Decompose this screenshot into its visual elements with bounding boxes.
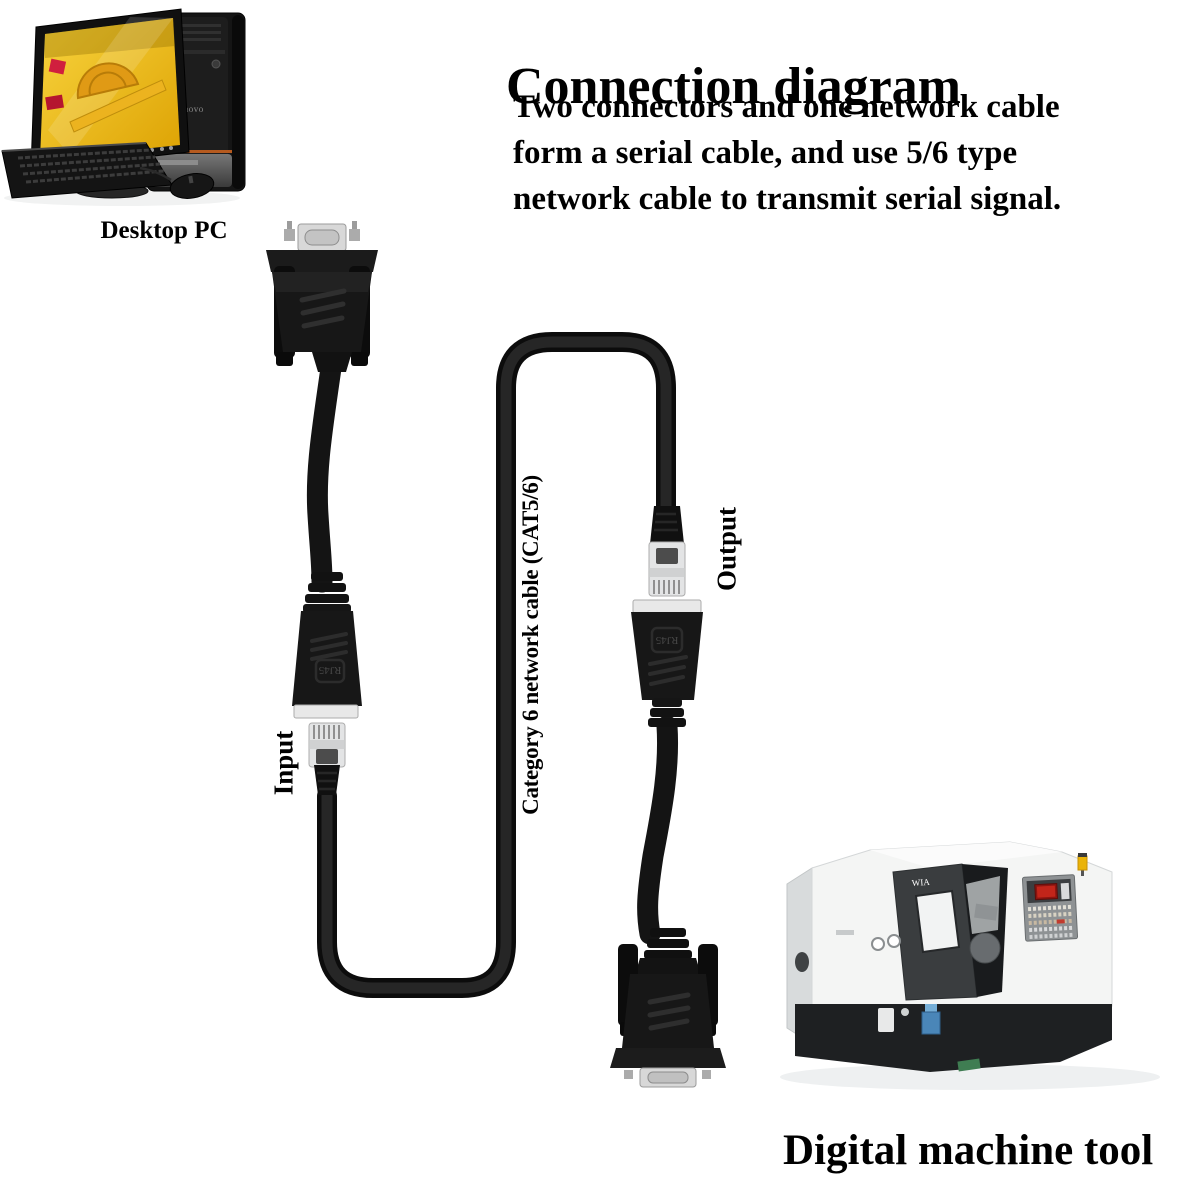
serial-cable-bottom <box>637 715 678 945</box>
db9-connector-bottom <box>610 928 726 1088</box>
flat-network-cable <box>317 332 676 998</box>
rj45-coupler-input: RJ45 <box>292 572 362 719</box>
wallpaper-puzzle-piece <box>48 58 67 75</box>
machine-shadow <box>780 1064 1160 1090</box>
machine-tool-label: Digital machine tool <box>783 1127 1154 1174</box>
tower-brand-text: lenovo <box>176 104 204 114</box>
input-label: Input <box>268 730 299 796</box>
control-screen <box>1036 885 1056 898</box>
pc-mouse <box>139 166 215 199</box>
machine-base <box>795 1004 1112 1072</box>
description-line: Two connectors and one network cable <box>513 89 1060 125</box>
serial-cable-top <box>306 357 342 593</box>
page-title: Connection diagram <box>506 57 961 115</box>
pc-monitor <box>30 8 190 199</box>
serial-adapter-cable-illustration: RJ45 <box>266 221 726 1088</box>
rj45-plug-input <box>308 722 346 795</box>
pc-keyboard <box>1 142 173 199</box>
network-cable-label: Category 6 network cable (CAT5/6) <box>518 475 543 815</box>
rj45-coupler-output: RJ45 <box>631 599 703 727</box>
desktop-pc-label: Desktop PC <box>100 217 228 244</box>
wallpaper-ruler <box>69 79 167 133</box>
beacon-light <box>1077 853 1088 876</box>
description-line: form a serial cable, and use 5/6 type <box>513 135 1018 171</box>
cnc-machine-illustration: WIA <box>780 841 1160 1090</box>
description-line: network cable to transmit serial signal. <box>513 181 1062 217</box>
rj45-plug-output <box>648 506 686 597</box>
machine-logo-text: WIA <box>911 877 930 888</box>
page-description: Two connectors and one network cable for… <box>513 84 1153 222</box>
coupler-marking-text: RJ45 <box>655 634 678 646</box>
machine-control-panel <box>1021 874 1079 942</box>
wallpaper-puzzle-piece <box>45 94 64 111</box>
cabin-window <box>914 889 961 954</box>
wallpaper-protractor <box>76 62 140 100</box>
db9-connector-top <box>266 221 378 372</box>
desktop-pc-illustration: lenovo <box>1 8 246 206</box>
output-label: Output <box>711 506 742 592</box>
coupler-marking-text: RJ45 <box>318 664 341 676</box>
